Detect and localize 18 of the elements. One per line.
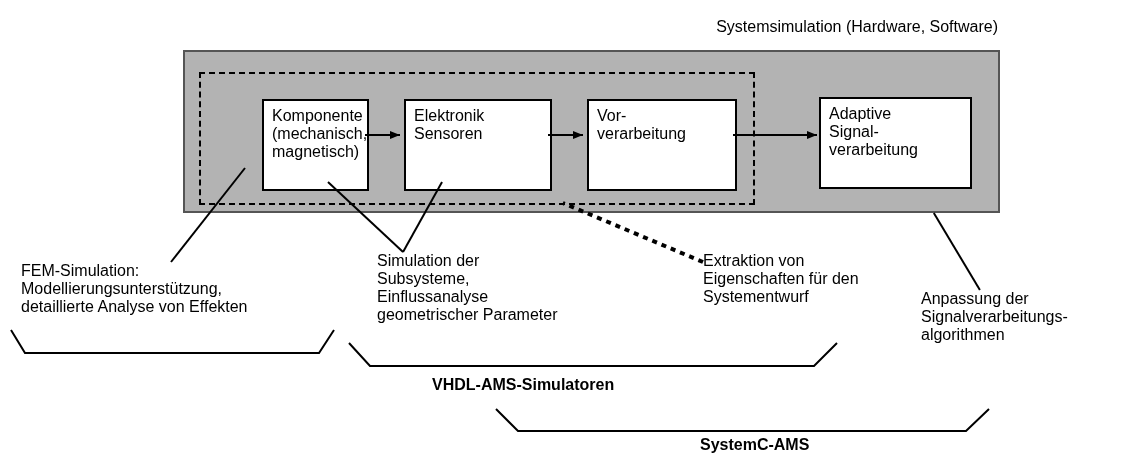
tool-label: SystemC-AMS: [700, 436, 810, 454]
arrow: [547, 131, 584, 139]
process-box: Elektronik Sensoren: [404, 99, 552, 191]
subsystem-boundary: [199, 72, 755, 205]
leader-line: [327, 181, 405, 253]
annotation-text: Extraktion von Eigenschaften für den Systementwurf: [703, 252, 893, 312]
annotation-text: Simulation der Subsysteme, Einflussanalyse geometrischer Parameter: [377, 252, 567, 332]
annotation-text: FEM-Simulation: Modellierungsunterstützung, detaillierte Analyse von Effekten: [21, 262, 271, 322]
arrow: [732, 131, 818, 139]
process-box: Vor- verarbeitung: [587, 99, 737, 191]
leader-line: [932, 212, 981, 291]
arrow: [364, 131, 401, 139]
panel-title: Systemsimulation (Hardware, Software): [716, 18, 998, 36]
tool-label: VHDL-AMS-Simulatoren: [432, 376, 615, 394]
process-box: Adaptive Signal- verarbeitung: [819, 97, 972, 189]
annotation-text: Anpassung der Signalverarbeitungs- algorithmen: [921, 290, 1091, 350]
process-box: Komponente (mechanisch, magnetisch): [262, 99, 369, 191]
leader-line: [170, 167, 246, 263]
